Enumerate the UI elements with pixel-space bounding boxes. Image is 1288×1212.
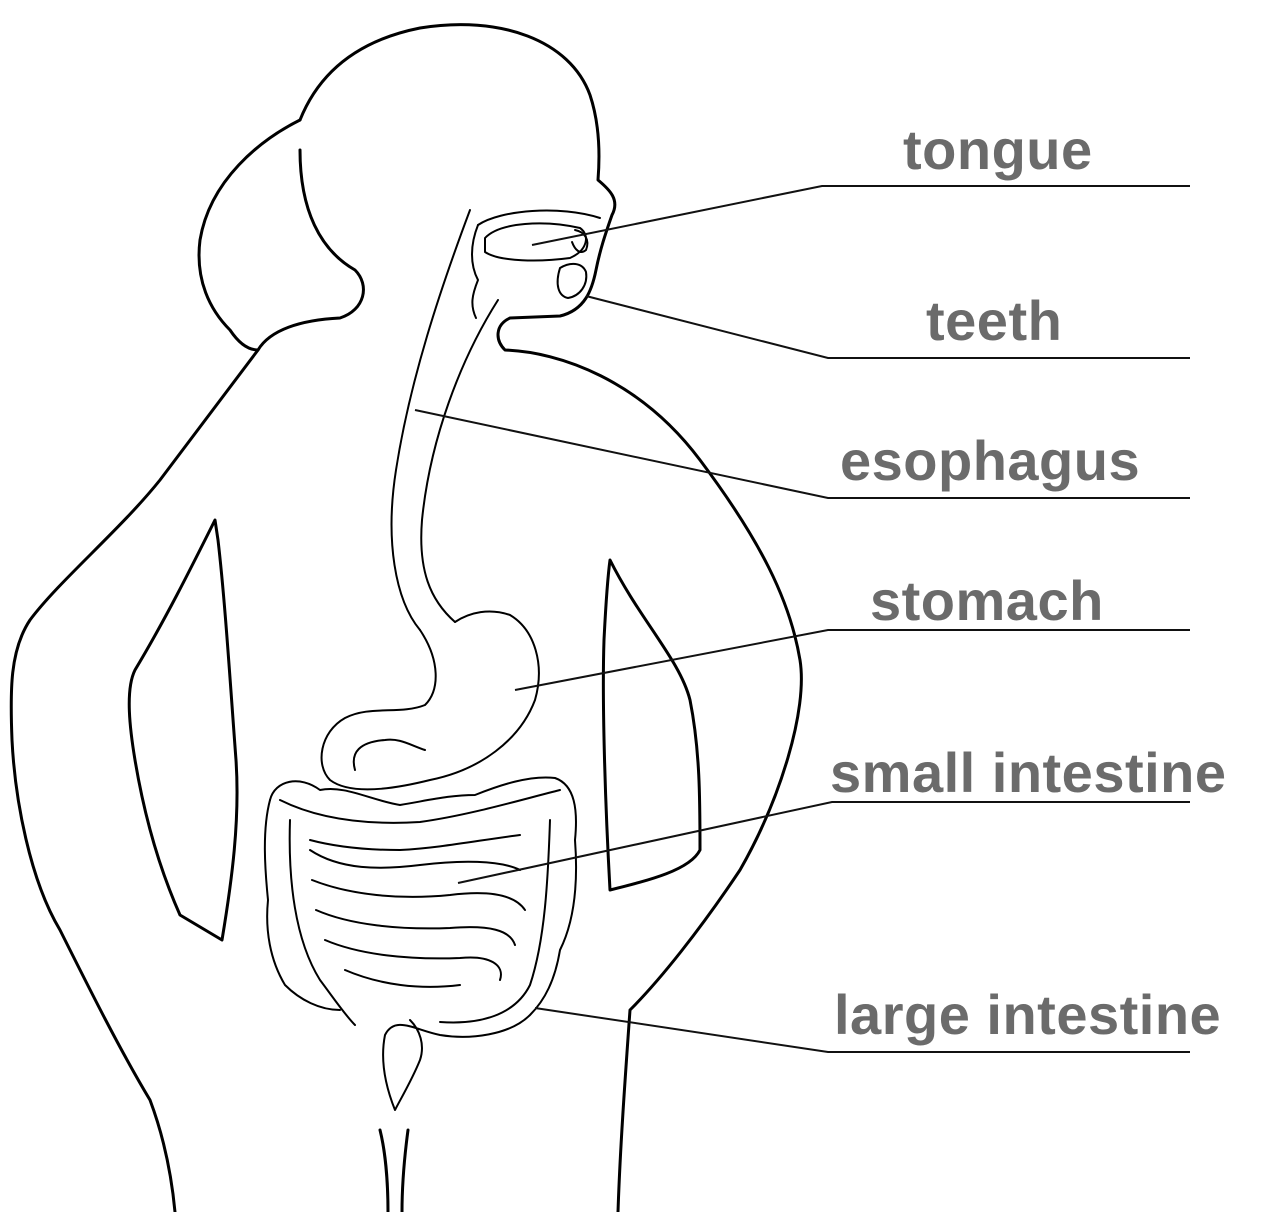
small-intestine-coil-3 [316,910,515,945]
body-outline-left [11,350,258,1212]
small-intestine-coil-5 [345,970,460,987]
arm-back [129,520,237,940]
tongue-shape [485,223,586,260]
stomach-inner-curve [354,740,425,770]
label-esophagus: esophagus [840,433,1140,489]
body-silhouette [11,25,801,1212]
throat [472,225,478,318]
label-large-intestine: large intestine [834,987,1221,1043]
colon-outer-left [265,800,340,1010]
leader-teeth [586,296,1190,358]
body-outline-back [300,25,801,1212]
leader-tongue [532,186,1190,245]
leader-small-intestine [458,802,1190,883]
small-intestine-organ [310,850,525,987]
esophagus-wall-right [421,300,498,622]
leader-stomach [515,630,1190,690]
stomach-organ [322,611,539,789]
small-intestine-coil-1 [310,850,520,870]
small-intestine-coil-2 [312,880,525,910]
colon-band-left [290,820,355,1025]
colon-band-top [280,790,560,823]
ponytail [199,120,363,350]
large-intestine-organ [265,777,576,1110]
label-small-intestine: small intestine [830,745,1227,801]
label-tongue: tongue [903,122,1093,178]
small-intestine-coil-4 [325,940,501,980]
colon-band-right [440,820,550,1023]
leg-divider-right [402,1130,408,1212]
leg-divider [380,1130,388,1212]
colon-outer [270,777,576,1110]
colon-lower-inner [310,835,520,850]
mouth [472,211,600,318]
label-teeth: teeth [926,293,1062,349]
esophagus-organ [392,210,498,630]
label-stomach: stomach [870,573,1104,629]
teeth-lower [558,264,587,298]
